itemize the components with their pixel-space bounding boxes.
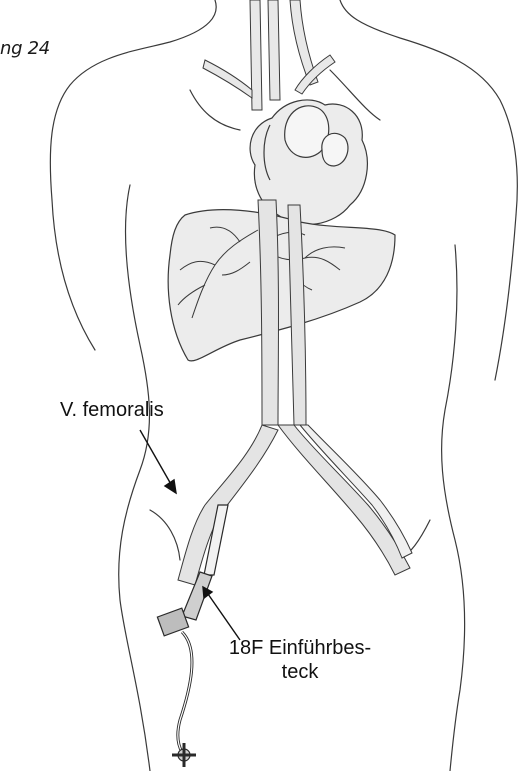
left-arm-inner [52,200,95,350]
sheath-valve [157,608,188,636]
sheath-label-line2: teck [220,660,380,684]
liver [168,210,395,361]
sheath-label: 18F Einführbes- teck [220,636,380,684]
femoral-vein-label: V. femoralis [60,398,164,422]
sheath-label-line1: 18F Einführbes- [220,636,380,660]
left-groin [150,510,180,560]
femoral-arrow-head [165,480,176,493]
stopcock-icon [172,743,196,767]
chest-line-left [190,90,240,130]
right-arm-inner [495,215,516,380]
neck-right [340,0,517,215]
neck-vessels [203,0,335,110]
neck-left [50,0,216,200]
side-tube [178,632,192,752]
right-iliac-vein [278,425,410,575]
right-flank [442,245,465,771]
figure-label: ng 24 [0,38,50,59]
femoral-arrow-line [140,430,172,486]
left-flank [119,185,150,771]
inferior-vena-cava [258,200,279,425]
sheath-arrow-line [208,594,240,640]
